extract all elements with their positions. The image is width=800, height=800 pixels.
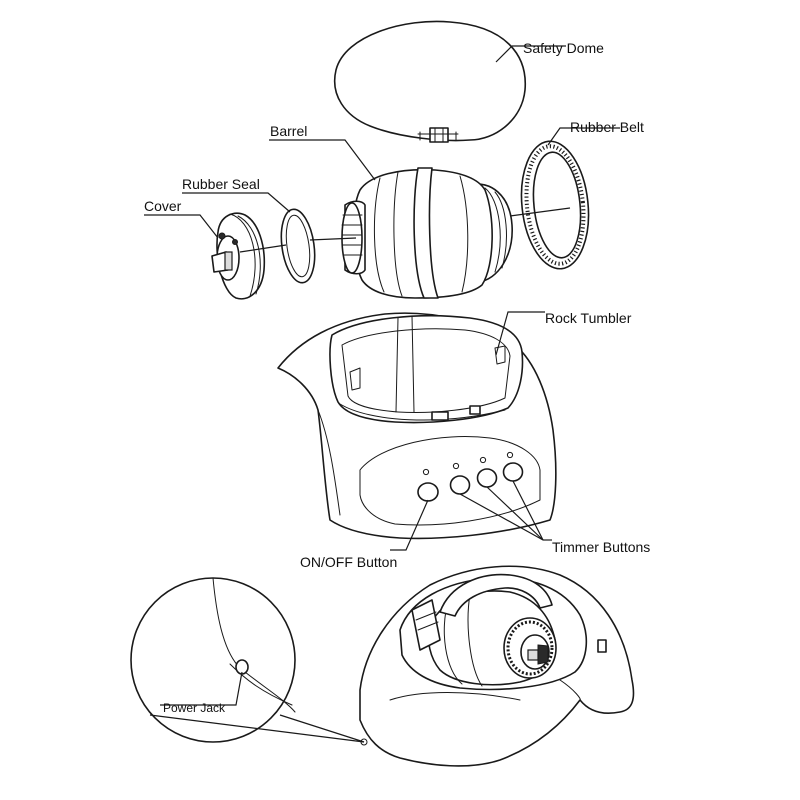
timer-button-2-shape [476, 468, 498, 488]
on-off-button-shape [417, 482, 439, 502]
rock-tumbler-base [277, 312, 557, 540]
label-power-jack: Power Jack [163, 701, 226, 715]
timer-button-1-shape [449, 475, 471, 495]
safety-dome [333, 20, 527, 143]
timer-button-3-shape [502, 462, 524, 482]
label-timmer-buttons: Timmer Buttons [552, 539, 650, 555]
power-jack-magnifier [130, 577, 365, 743]
power-jack-shape [235, 659, 249, 675]
barrel [341, 167, 513, 299]
belt-connector-line [509, 207, 571, 217]
seal-connector-line [309, 237, 357, 241]
rubber-seal [280, 208, 316, 284]
rubber-belt [520, 140, 590, 270]
label-barrel: Barrel [270, 123, 307, 139]
label-rubber-belt: Rubber Belt [570, 119, 644, 135]
label-safety-dome: Safety Dome [523, 40, 604, 56]
cover-connector-line [239, 244, 287, 253]
leader-lines [144, 45, 620, 706]
assembled-tumbler [359, 565, 635, 767]
cover [211, 212, 266, 300]
label-cover: Cover [144, 198, 182, 214]
label-on-off-button: ON/OFF Button [300, 554, 397, 570]
label-rock-tumbler: Rock Tumbler [545, 310, 632, 326]
label-rubber-seal: Rubber Seal [182, 176, 260, 192]
